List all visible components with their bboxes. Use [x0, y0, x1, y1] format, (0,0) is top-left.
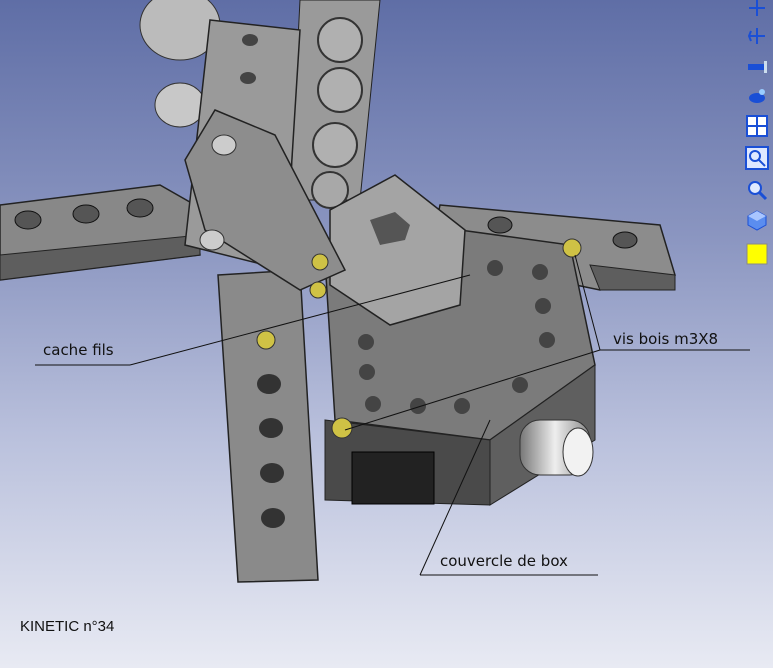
zoom-window-button[interactable] [745, 146, 769, 170]
orbit-icon [749, 89, 765, 103]
view-rotate-icon [747, 28, 765, 44]
view-rotate-button[interactable] [745, 24, 769, 48]
view-front-button[interactable] [745, 0, 769, 20]
leader-lines [35, 254, 750, 576]
zoom-button[interactable] [745, 178, 769, 202]
top-bearing [139, 0, 221, 128]
annotation-vis-bois: vis bois m3X8 [613, 330, 719, 348]
annotation-couvercle: couvercle de box [440, 552, 568, 570]
pan-icon [748, 61, 767, 73]
view-toolbar [739, 0, 773, 280]
lever-bracket [184, 109, 347, 291]
iso-view-icon [747, 210, 767, 231]
color-swatch-button[interactable] [745, 242, 769, 266]
pan-button[interactable] [745, 54, 769, 78]
iso-view-button[interactable] [745, 208, 769, 232]
zoom-window-icon [745, 146, 769, 170]
vertical-leg [217, 269, 319, 583]
gear-column [289, 0, 381, 209]
split-view-icon [746, 115, 768, 137]
view-front-icon [749, 0, 765, 16]
cable-cover [329, 174, 466, 326]
screw [562, 238, 582, 258]
box-shaft [519, 419, 594, 477]
color-swatch-icon [746, 243, 768, 265]
screw [311, 253, 329, 271]
orbit-button[interactable] [745, 84, 769, 108]
screw [331, 417, 353, 439]
footer-caption: KINETIC n°34 [20, 618, 115, 635]
split-view-button[interactable] [745, 114, 769, 138]
screw [256, 330, 276, 350]
left-beam [0, 184, 201, 281]
screw [309, 281, 327, 299]
annotation-cache-fils: cache fils [43, 341, 114, 359]
zoom-icon [748, 181, 768, 201]
screws [256, 238, 582, 439]
